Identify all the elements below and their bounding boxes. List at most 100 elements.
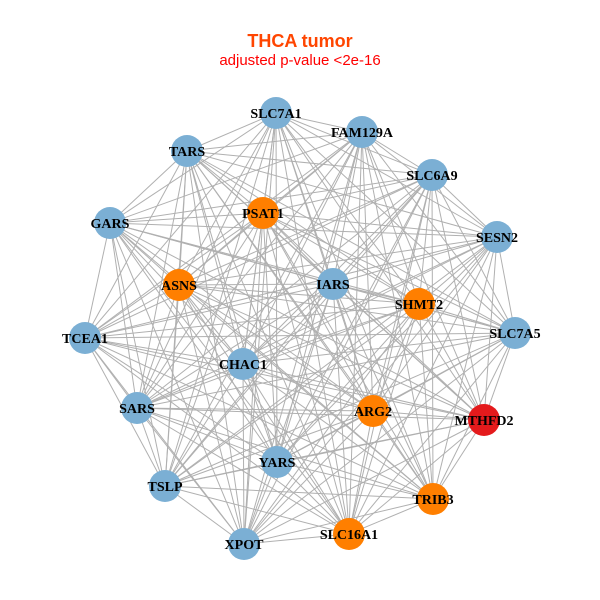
- edge-TARS-TRIB3: [186, 150, 434, 500]
- node-slc7a5: [499, 317, 531, 349]
- edge-GARS-SLC16A1: [109, 222, 350, 535]
- edge-ARG2-YARS: [276, 410, 374, 463]
- node-label: SESN2: [476, 231, 518, 246]
- edge-ASNS-YARS: [178, 284, 278, 463]
- edge-SESN2-ARG2: [372, 236, 498, 412]
- edge-CHAC1-ARG2: [242, 363, 374, 412]
- edge-SESN2-SHMT2: [418, 236, 498, 305]
- node-label: SHMT2: [395, 298, 443, 313]
- edge-IARS-CHAC1: [242, 283, 334, 365]
- node-tcea1: [69, 322, 101, 354]
- node-label: SLC16A1: [320, 528, 378, 543]
- edge-TCEA1-CHAC1: [84, 337, 244, 365]
- edge-ASNS-XPOT: [178, 284, 245, 545]
- node-sesn2: [481, 221, 513, 253]
- node-label: IARS: [316, 278, 350, 293]
- edge-CHAC1-SARS: [136, 363, 244, 409]
- edge-TSLP-XPOT: [164, 485, 245, 545]
- edge-SESN2-YARS: [276, 236, 498, 463]
- node-iars: [317, 268, 349, 300]
- edge-TARS-SLC6A9: [186, 150, 433, 176]
- edge-SLC7A5-CHAC1: [242, 332, 516, 365]
- edge-IARS-TRIB3: [332, 283, 434, 500]
- node-label: TARS: [169, 145, 206, 160]
- edge-XPOT-SLC16A1: [243, 533, 350, 545]
- edge-PSAT1-SESN2: [262, 212, 498, 238]
- node-chac1: [227, 348, 259, 380]
- edge-TARS-SHMT2: [186, 150, 420, 305]
- node-sars: [121, 392, 153, 424]
- node-label: TRIB3: [412, 493, 453, 508]
- node-shmt2: [403, 288, 435, 320]
- edge-SLC7A1-SLC7A5: [275, 112, 516, 334]
- edge-SLC6A9-IARS: [332, 174, 433, 285]
- edge-TARS-SARS: [136, 150, 188, 409]
- edge-SLC7A5-XPOT: [243, 332, 516, 545]
- edge-SLC7A1-GARS: [109, 112, 277, 224]
- node-label: FAM129A: [331, 126, 394, 141]
- edge-ASNS-TCEA1: [84, 284, 180, 339]
- node-psat1: [247, 197, 279, 229]
- edge-SLC7A1-TSLP: [164, 112, 277, 487]
- edge-SESN2-SLC7A5: [496, 236, 516, 334]
- edge-FAM129A-TCEA1: [84, 131, 363, 339]
- edge-IARS-SARS: [136, 283, 334, 409]
- edge-FAM129A-CHAC1: [242, 131, 363, 365]
- edge-TSLP-TRIB3: [164, 485, 434, 500]
- edge-SLC7A5-SLC16A1: [348, 332, 516, 535]
- edge-FAM129A-IARS: [332, 131, 363, 285]
- edge-SLC6A9-SHMT2: [418, 174, 433, 305]
- edge-GARS-TSLP: [109, 222, 166, 487]
- edge-SLC6A9-TRIB3: [431, 174, 434, 500]
- edge-SHMT2-TCEA1: [84, 303, 420, 339]
- edge-SARS-YARS: [136, 407, 278, 463]
- node-slc16a1: [333, 518, 365, 550]
- edge-CHAC1-YARS: [242, 363, 278, 463]
- node-tslp: [149, 470, 181, 502]
- edge-PSAT1-ASNS: [178, 212, 264, 286]
- edge-SESN2-ASNS: [178, 236, 498, 286]
- edge-YARS-TSLP: [164, 461, 278, 487]
- edge-SLC7A1-XPOT: [243, 112, 277, 545]
- edge-ARG2-XPOT: [243, 410, 374, 545]
- edge-TRIB3-XPOT: [243, 498, 434, 545]
- node-label: GARS: [91, 217, 130, 232]
- edge-FAM129A-SHMT2: [361, 131, 420, 305]
- node-fam129a: [346, 116, 378, 148]
- edge-PSAT1-SLC7A5: [262, 212, 516, 334]
- node-label: SLC7A1: [250, 107, 301, 122]
- edge-FAM129A-XPOT: [243, 131, 363, 545]
- edge-SLC7A5-TSLP: [164, 332, 516, 487]
- edge-GARS-TCEA1: [84, 222, 111, 339]
- edge-ASNS-SARS: [136, 284, 180, 409]
- edge-YARS-TRIB3: [276, 461, 434, 500]
- edge-SARS-ARG2: [136, 407, 374, 412]
- edge-IARS-MTHFD2: [332, 283, 485, 421]
- edge-PSAT1-GARS: [109, 212, 264, 224]
- node-label: TSLP: [147, 480, 182, 495]
- edge-SHMT2-SLC7A5: [418, 303, 516, 334]
- edge-SLC7A5-SARS: [136, 332, 516, 409]
- figure-title: THCA tumor: [247, 31, 353, 51]
- edge-TARS-GARS: [109, 150, 188, 224]
- edge-GARS-SARS: [109, 222, 138, 409]
- edge-TARS-PSAT1: [186, 150, 264, 214]
- edge-TCEA1-SLC16A1: [84, 337, 350, 535]
- node-mthfd2: [468, 404, 500, 436]
- edge-SARS-MTHFD2: [136, 407, 485, 421]
- edge-ASNS-ARG2: [178, 284, 374, 412]
- edge-FAM129A-SARS: [136, 131, 363, 409]
- edge-CHAC1-XPOT: [242, 363, 245, 545]
- node-label: XPOT: [225, 538, 265, 553]
- edge-SLC6A9-PSAT1: [262, 174, 433, 214]
- edge-SLC7A1-TARS: [186, 112, 277, 152]
- edge-CHAC1-TRIB3: [242, 363, 434, 500]
- edge-GARS-XPOT: [109, 222, 245, 545]
- edge-ASNS-CHAC1: [178, 284, 244, 365]
- node-label: SARS: [119, 402, 155, 417]
- edge-SHMT2-XPOT: [243, 303, 420, 545]
- edge-TARS-TCEA1: [84, 150, 188, 339]
- edge-TCEA1-SLC7A5: [84, 332, 516, 339]
- edge-SESN2-TSLP: [164, 236, 498, 487]
